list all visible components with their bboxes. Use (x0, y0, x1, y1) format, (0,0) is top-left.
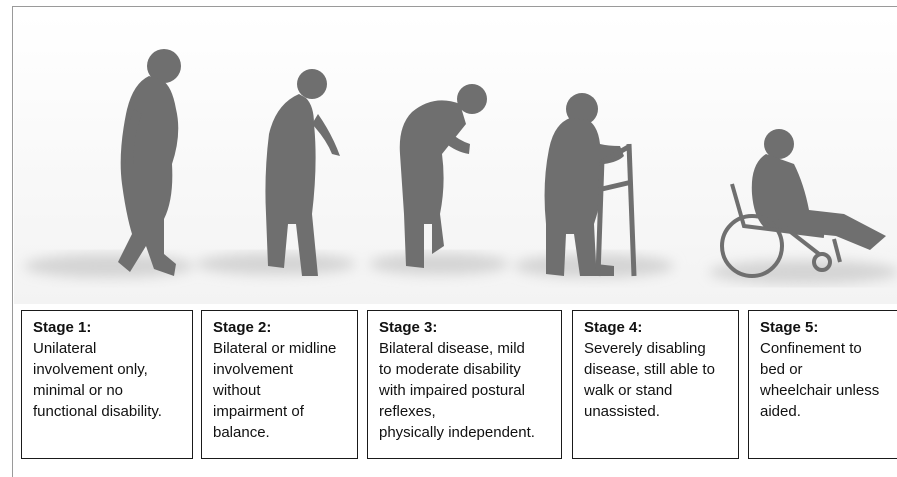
stage-5-title: Stage 5: (760, 319, 819, 336)
figures-svg (14, 14, 897, 304)
stage-2-box: Stage 2: Bilateral or midline involvemen… (201, 310, 358, 459)
figure-stage3 (399, 84, 487, 268)
stage-1-title: Stage 1: (33, 319, 92, 336)
figure-stage2 (265, 69, 340, 276)
figure-stage1 (118, 49, 181, 276)
stage-4-box: Stage 4: Severely disabling disease, sti… (572, 310, 739, 459)
stage-5-description: Confinement to bed or wheelchair unless … (760, 340, 880, 420)
stage-3-title: Stage 3: (379, 319, 438, 336)
frame-left-line (12, 6, 13, 477)
stage-2-description: Bilateral or midline involvement without… (213, 340, 337, 441)
walker-frame (595, 143, 637, 277)
stage-1-description: Unilateral involvement only, minimal or … (33, 340, 162, 420)
stage-2-title: Stage 2: (213, 319, 272, 336)
shadow-stage5 (709, 260, 897, 284)
shadow-stage3 (369, 253, 509, 275)
figure-stage4 (544, 93, 624, 276)
stage-1-box: Stage 1: Unilateral involvement only, mi… (21, 310, 193, 459)
stage-4-description: Severely disabling disease, still able t… (584, 340, 715, 420)
stage-5-box: Stage 5: Confinement to bed or wheelchai… (748, 310, 897, 459)
wheelchair-frame (720, 183, 842, 278)
stage-3-box: Stage 3: Bilateral disease, mild to mode… (367, 310, 562, 459)
stage-4-title: Stage 4: (584, 319, 643, 336)
stage-illustration (14, 14, 897, 304)
stage-3-description: Bilateral disease, mild to moderate disa… (379, 340, 535, 441)
frame-top-line (12, 6, 897, 7)
